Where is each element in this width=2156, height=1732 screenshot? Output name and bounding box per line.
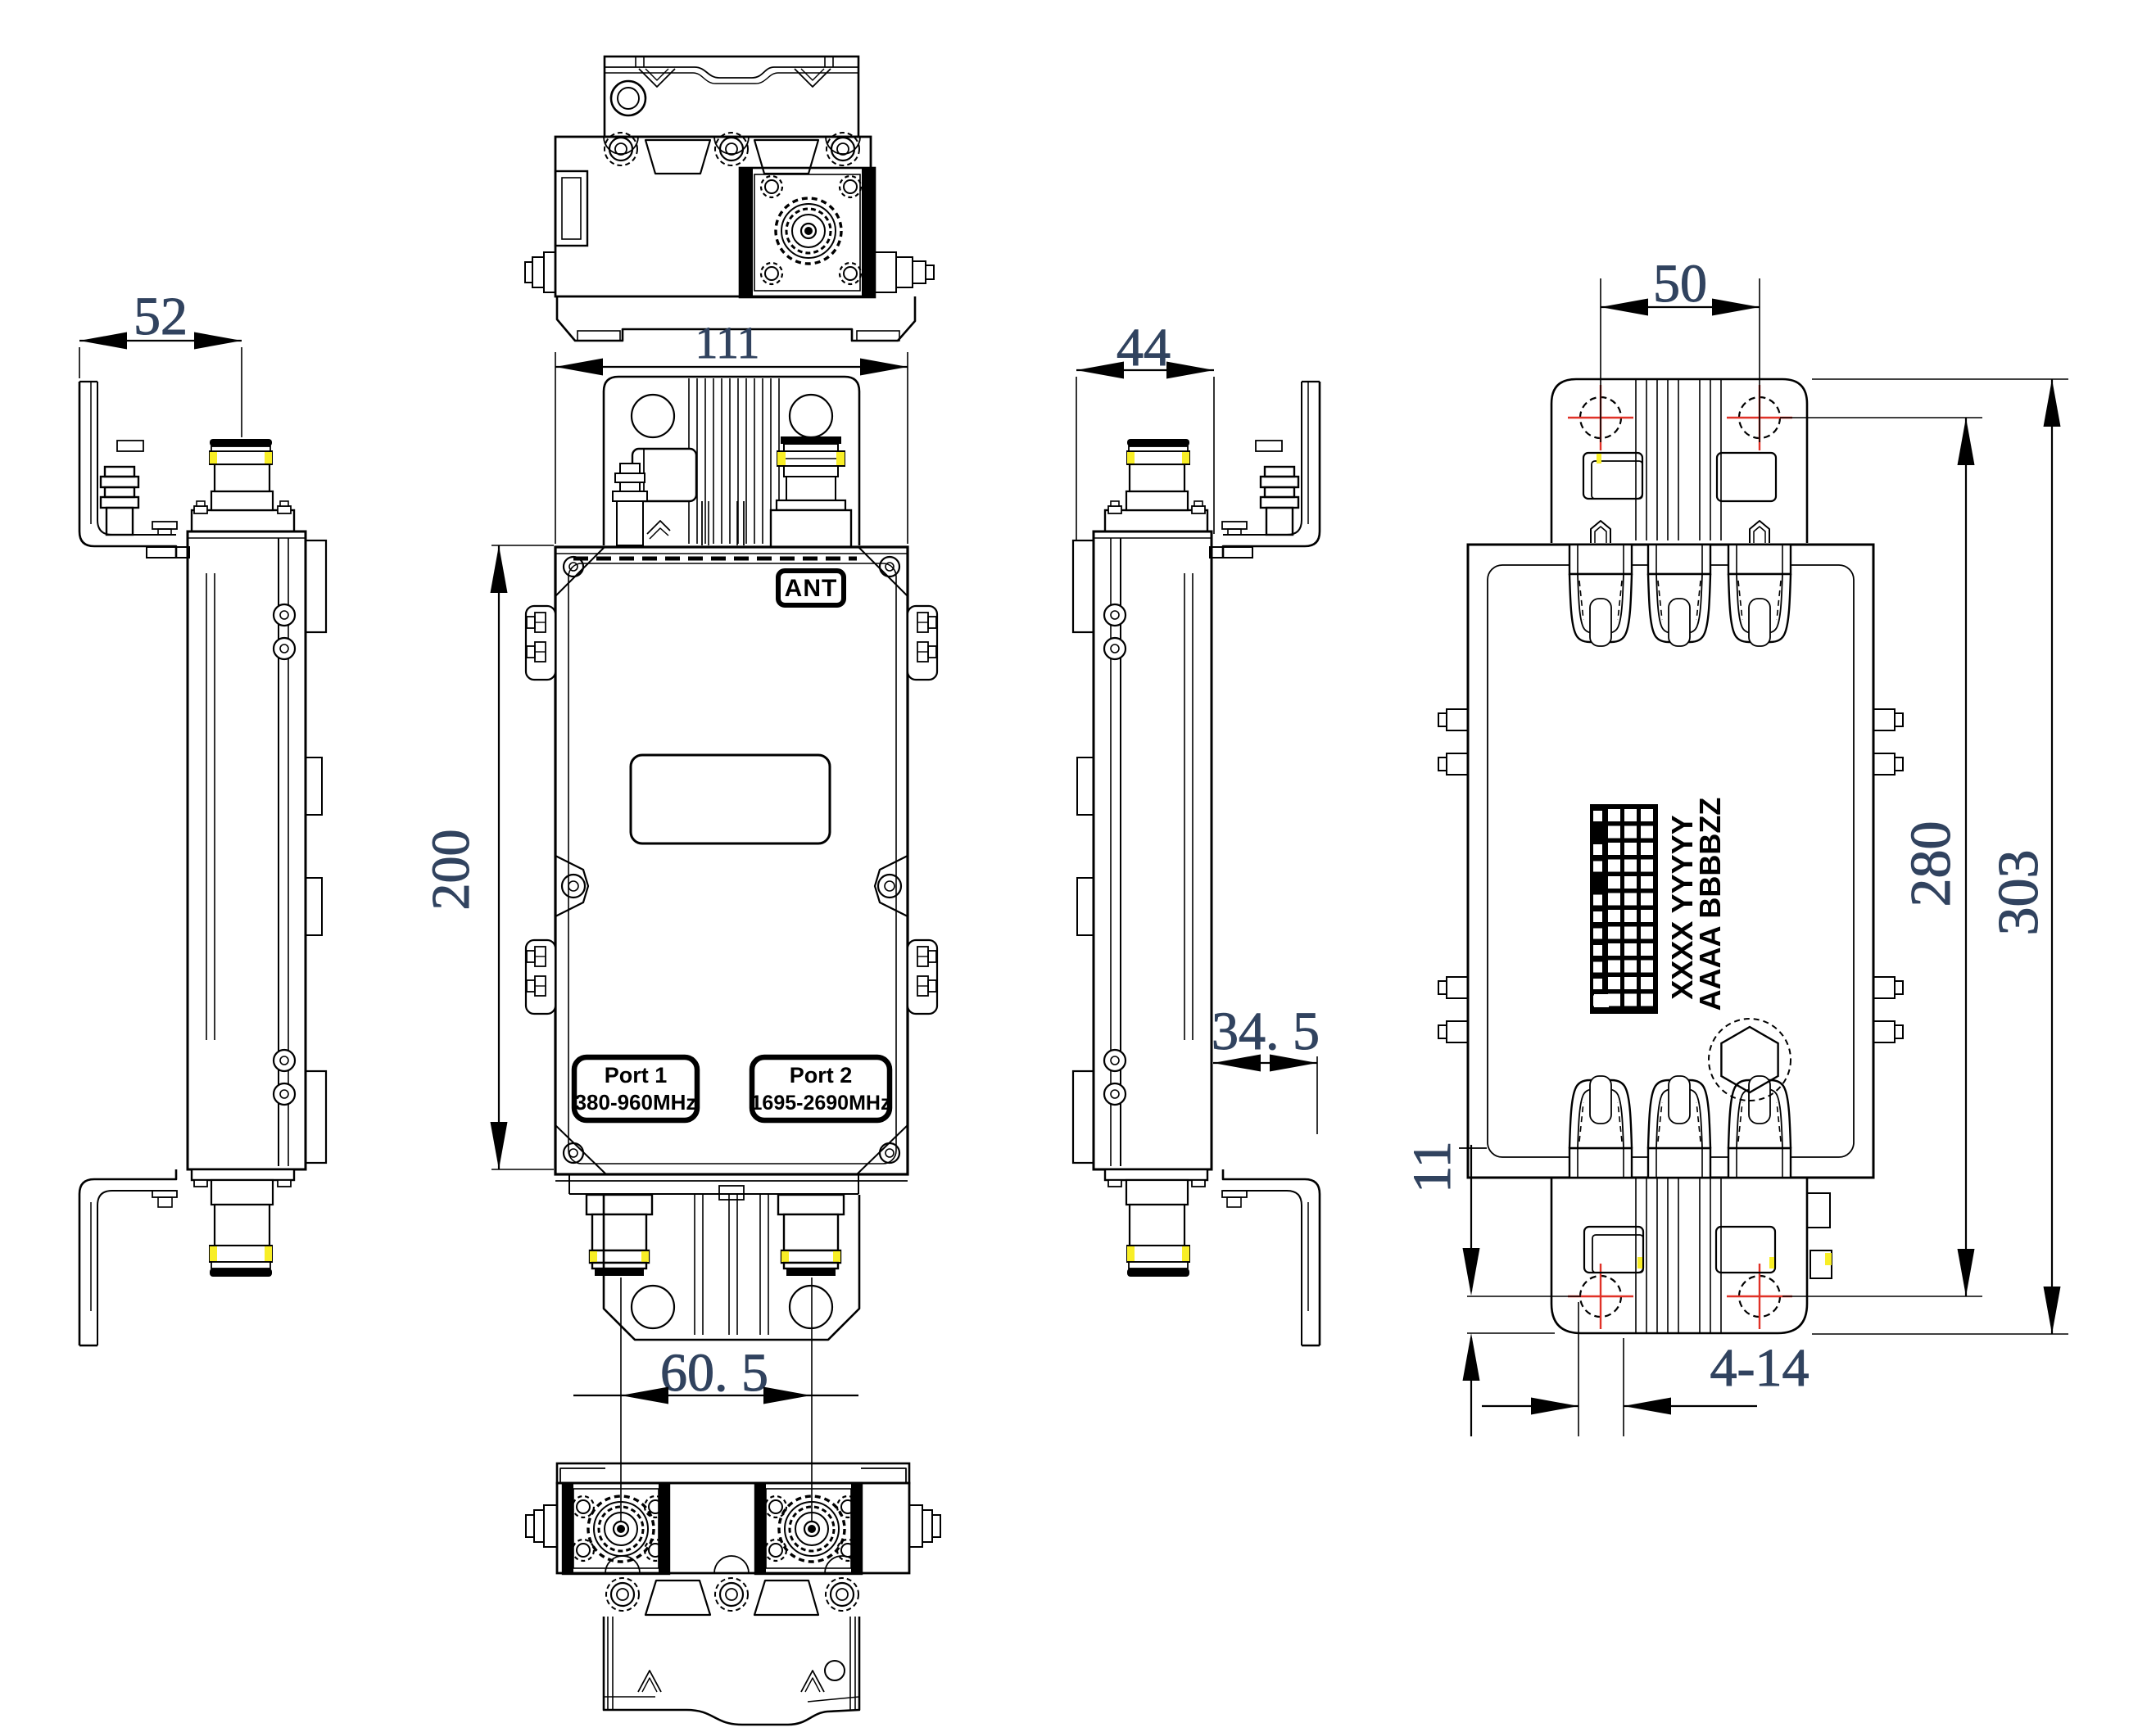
- svg-text:4-14: 4-14: [1710, 1338, 1810, 1398]
- svg-text:380-960MHz: 380-960MHz: [575, 1090, 697, 1115]
- svg-text:60. 5: 60. 5: [660, 1343, 768, 1403]
- svg-text:50: 50: [1653, 254, 1707, 314]
- svg-text:ANT: ANT: [785, 575, 838, 602]
- svg-text:52: 52: [134, 287, 188, 346]
- svg-text:111: 111: [695, 318, 759, 368]
- svg-text:XXXX YYYYY: XXXX YYYYY: [1665, 815, 1699, 999]
- svg-text:AAAA BBBBZZ: AAAA BBBBZZ: [1693, 798, 1727, 1011]
- svg-text:11: 11: [1402, 1141, 1462, 1193]
- svg-text:34. 5: 34. 5: [1212, 1002, 1320, 1061]
- svg-text:303: 303: [1987, 850, 2050, 936]
- svg-text:200: 200: [421, 830, 481, 911]
- svg-text:44: 44: [1116, 318, 1171, 378]
- svg-text:Port 2: Port 2: [790, 1063, 853, 1088]
- svg-text:1695-2690MHz: 1695-2690MHz: [751, 1092, 891, 1115]
- svg-text:Port 1: Port 1: [605, 1063, 668, 1088]
- svg-text:280: 280: [1900, 821, 1963, 907]
